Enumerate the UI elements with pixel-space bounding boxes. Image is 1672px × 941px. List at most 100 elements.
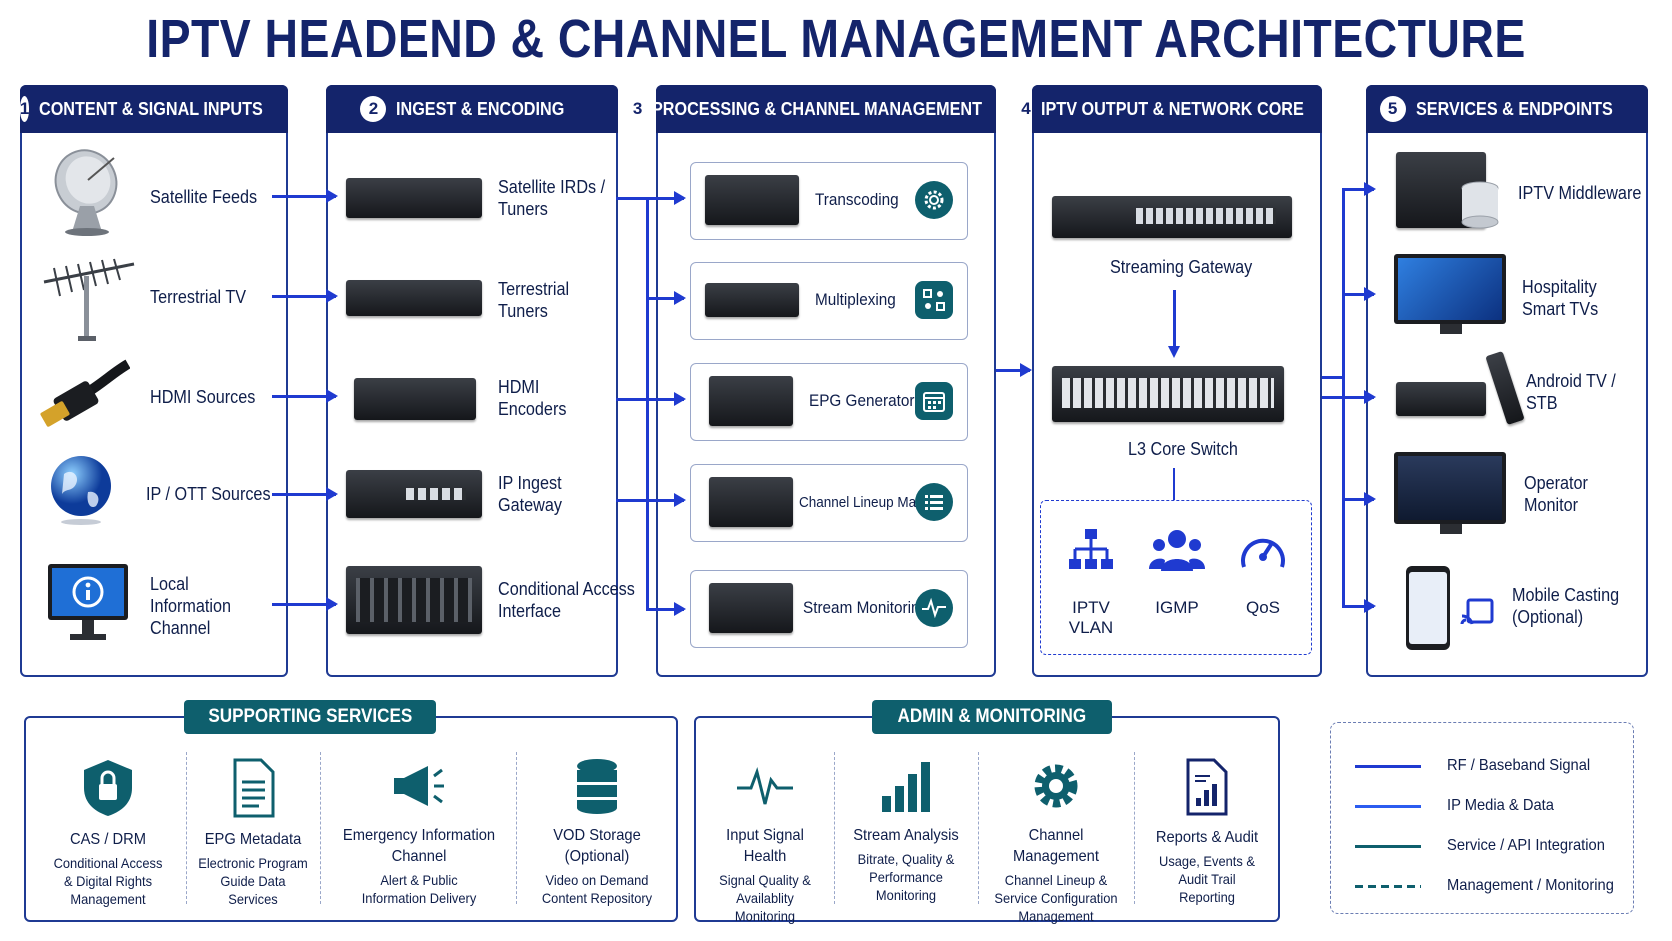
legend-swatch	[1355, 844, 1421, 848]
monitor-icon	[1394, 452, 1506, 524]
media-arrow	[1342, 287, 1376, 301]
media-arrow	[1342, 390, 1376, 404]
legend-item: IP Media & Data	[1355, 797, 1563, 815]
ingest-label: Terrestrial Tuners	[498, 279, 570, 321]
supporting-services-title: SUPPORTING SERVICES	[184, 700, 436, 734]
vlan-label: IPTV VLAN	[1068, 598, 1114, 637]
bus-line	[616, 499, 648, 502]
admin-channel-management: Channel Management Channel Lineup & Serv…	[982, 758, 1130, 925]
ingest-label: HDMI Encoders	[498, 377, 567, 419]
media-arrow	[646, 493, 686, 507]
gateway-label: Streaming Gateway	[1110, 257, 1253, 277]
media-arrow	[646, 392, 686, 406]
set-top-box-icon	[1396, 382, 1486, 416]
divider	[186, 752, 187, 904]
cast-icon	[1460, 598, 1494, 625]
divider	[834, 752, 835, 904]
document-icon	[233, 758, 275, 818]
admin-monitoring-title: ADMIN & MONITORING	[872, 700, 1112, 734]
ird-tuner-device	[346, 178, 482, 218]
gauge-icon	[1241, 538, 1285, 568]
legend: RF / Baseband Signal IP Media & Data Ser…	[1330, 722, 1634, 914]
ingest-label: IP Ingest Gateway	[498, 473, 562, 515]
media-arrow	[1342, 492, 1376, 506]
globe-icon	[51, 456, 111, 525]
divider	[978, 752, 979, 904]
svc-vod-storage: VOD Storage (Optional) Video on Demand C…	[522, 758, 672, 907]
mobile-cast-icon	[1406, 566, 1450, 650]
proc-transcoding: Transcoding	[690, 162, 968, 240]
proc-multiplexing: Multiplexing	[690, 262, 968, 340]
antenna-icon	[43, 258, 135, 341]
media-arrow	[996, 363, 1032, 377]
network-tree-icon	[1069, 529, 1113, 569]
hdmi-encoder-device	[354, 378, 476, 420]
satellite-dish-icon	[54, 149, 118, 236]
users-icon	[1149, 530, 1205, 571]
database-icon	[1461, 181, 1499, 229]
ip-gateway-device	[346, 470, 482, 518]
pulse-icon	[915, 589, 953, 627]
bus-line	[646, 197, 649, 610]
list-icon	[915, 483, 953, 521]
proc-epg: EPG Generator	[690, 363, 968, 441]
rf-arrow	[272, 289, 338, 303]
rf-arrow	[272, 189, 338, 203]
svc-epg-metadata: EPG Metadata Electronic Program Guide Da…	[190, 758, 316, 908]
flow-line	[1173, 468, 1175, 500]
page-title: IPTV HEADEND & CHANNEL MANAGEMENT ARCHIT…	[146, 9, 1526, 69]
lock-shield-icon	[84, 760, 132, 816]
bus-line	[616, 197, 648, 200]
legend-item: Management / Monitoring	[1355, 877, 1628, 895]
ingest-label: Satellite IRDs / Tuners	[498, 177, 606, 219]
switch-label: L3 Core Switch	[1128, 439, 1238, 459]
server-device	[705, 283, 799, 317]
svc-cas-drm: CAS / DRM Conditional Access & Digital R…	[34, 758, 182, 908]
server-device	[709, 583, 793, 633]
legend-swatch	[1355, 804, 1421, 808]
ingest-label: Conditional Access Interface	[498, 579, 635, 621]
proc-lineup: Channel Lineup Manager	[690, 464, 968, 542]
heartbeat-icon	[737, 766, 793, 805]
gear-icon	[915, 181, 953, 219]
rf-arrow	[272, 487, 338, 501]
server-device	[709, 477, 793, 527]
network-features: IPTV VLAN IGMP QoS	[1040, 500, 1312, 655]
bus-line	[616, 398, 648, 401]
legend-swatch	[1355, 764, 1421, 768]
legend-swatch	[1355, 884, 1421, 888]
bus-line	[1322, 376, 1344, 379]
bar-chart-icon	[882, 762, 930, 812]
legend-item: Service / API Integration	[1355, 837, 1619, 855]
core-switch-device	[1052, 366, 1284, 422]
megaphone-icon	[394, 766, 444, 806]
rf-arrow	[272, 597, 338, 611]
legend-item: RF / Baseband Signal	[1355, 757, 1603, 775]
qos-label: QoS	[1245, 598, 1281, 617]
admin-reports-audit: Reports & Audit Usage, Events & Audit Tr…	[1138, 758, 1276, 906]
rf-arrow	[272, 389, 338, 403]
divider	[1134, 752, 1135, 904]
multiplex-icon	[915, 281, 953, 319]
bus-line	[1322, 396, 1344, 399]
media-arrow	[1342, 599, 1376, 613]
divider	[516, 752, 517, 904]
media-arrow	[646, 291, 686, 305]
monitor-info-icon	[48, 564, 128, 640]
database-icon	[577, 759, 617, 814]
gear-icon	[1034, 764, 1078, 808]
divider	[320, 752, 321, 904]
media-arrow	[646, 602, 686, 616]
admin-stream-analysis: Stream Analysis Bitrate, Quality & Perfo…	[838, 758, 974, 904]
admin-input-signal: Input Signal Health Signal Quality & Ava…	[698, 758, 832, 925]
proc-monitoring: Stream Monitoring	[690, 570, 968, 648]
svc-emergency-channel: Emergency Information Channel Alert & Pu…	[326, 758, 512, 907]
terrestrial-tuner-device	[346, 280, 482, 316]
calendar-icon	[915, 382, 953, 420]
server-device	[705, 175, 799, 225]
